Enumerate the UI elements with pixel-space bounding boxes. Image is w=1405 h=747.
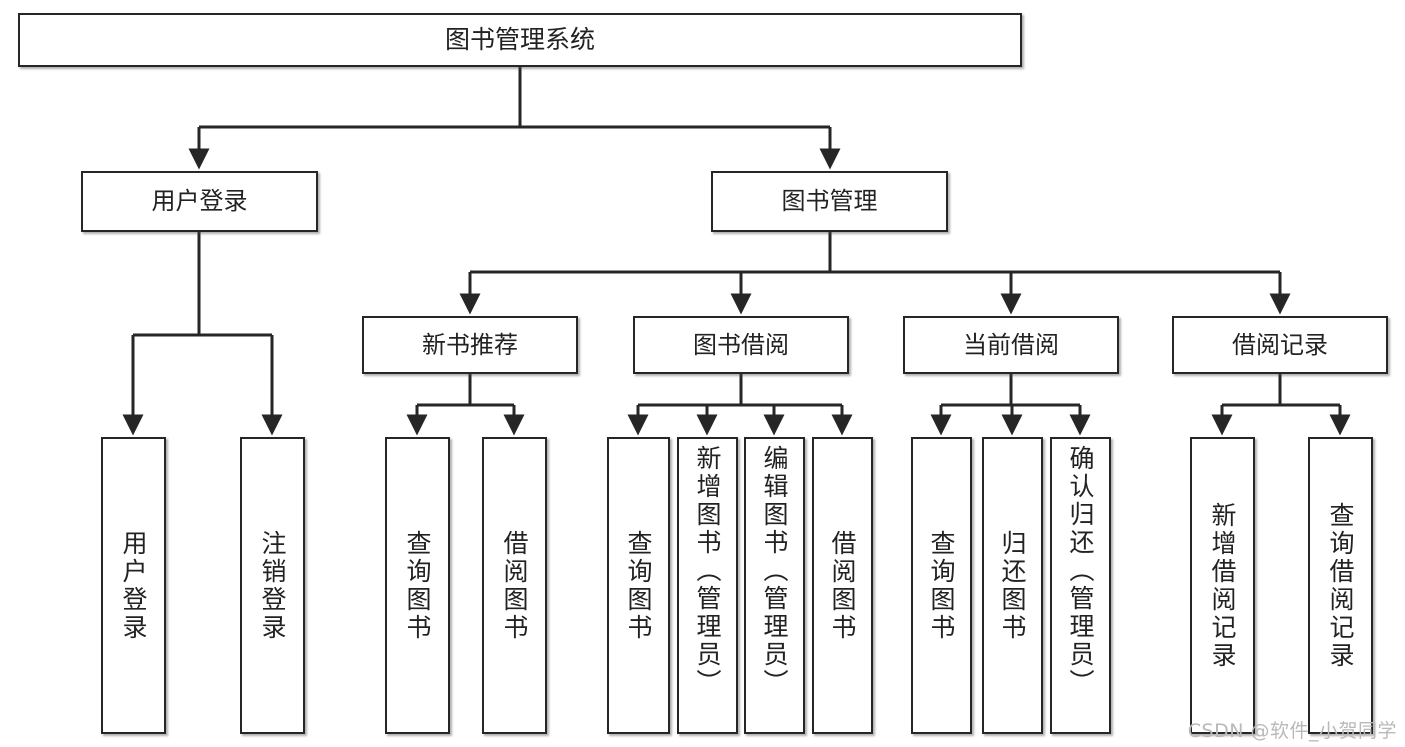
node-label-leaf-user-logout: 注销登录: [258, 529, 287, 642]
node-leaf-br-query-record[interactable]: 查询借阅记录: [1308, 437, 1373, 734]
node-label-leaf-bb-query-book: 查询图书: [624, 529, 653, 642]
node-label-book-borrow: 图书借阅: [693, 330, 789, 359]
node-borrow-record[interactable]: 借阅记录: [1172, 316, 1388, 374]
node-root-system[interactable]: 图书管理系统: [18, 13, 1022, 67]
node-leaf-bb-edit-book[interactable]: 编辑图书（管理员）: [744, 437, 805, 734]
node-label-root-system: 图书管理系统: [444, 25, 595, 54]
node-label-new-book-recommend: 新书推荐: [422, 330, 518, 359]
node-new-book-recommend[interactable]: 新书推荐: [362, 316, 578, 374]
node-book-borrow[interactable]: 图书借阅: [633, 316, 849, 374]
node-leaf-cb-confirm-return[interactable]: 确认归还（管理员）: [1050, 437, 1111, 734]
node-label-leaf-br-add-record: 新增借阅记录: [1208, 501, 1237, 670]
node-current-borrow[interactable]: 当前借阅: [903, 316, 1119, 374]
node-label-current-borrow: 当前借阅: [963, 330, 1059, 359]
node-leaf-nbr-query-book[interactable]: 查询图书: [385, 437, 450, 734]
node-leaf-bb-borrow-book[interactable]: 借阅图书: [812, 437, 873, 734]
node-label-borrow-record: 借阅记录: [1232, 330, 1328, 359]
node-book-manage[interactable]: 图书管理: [711, 171, 948, 232]
node-leaf-br-add-record[interactable]: 新增借阅记录: [1190, 437, 1255, 734]
node-leaf-cb-query-book[interactable]: 查询图书: [911, 437, 972, 734]
node-label-leaf-nbr-query-book: 查询图书: [403, 529, 432, 642]
node-label-leaf-bb-add-book: 新增图书（管理员）: [693, 445, 722, 697]
node-label-user-login: 用户登录: [151, 187, 248, 216]
node-user-login[interactable]: 用户登录: [81, 171, 318, 232]
node-label-leaf-cb-query-book: 查询图书: [927, 529, 956, 642]
node-leaf-bb-query-book[interactable]: 查询图书: [607, 437, 670, 734]
node-leaf-bb-add-book[interactable]: 新增图书（管理员）: [677, 437, 738, 734]
node-label-leaf-br-query-record: 查询借阅记录: [1326, 501, 1355, 670]
node-leaf-nbr-borrow-book[interactable]: 借阅图书: [482, 437, 547, 734]
node-label-leaf-cb-confirm-return: 确认归还（管理员）: [1066, 445, 1095, 697]
node-label-leaf-bb-borrow-book: 借阅图书: [828, 529, 857, 642]
node-leaf-user-login[interactable]: 用户登录: [101, 437, 166, 734]
node-label-leaf-bb-edit-book: 编辑图书（管理员）: [760, 445, 789, 697]
node-leaf-user-logout[interactable]: 注销登录: [240, 437, 305, 734]
node-leaf-cb-return-book[interactable]: 归还图书: [982, 437, 1043, 734]
node-label-book-manage: 图书管理: [781, 187, 878, 216]
node-label-leaf-cb-return-book: 归还图书: [998, 529, 1027, 642]
node-label-leaf-user-login: 用户登录: [119, 529, 148, 642]
node-label-leaf-nbr-borrow-book: 借阅图书: [500, 529, 529, 642]
